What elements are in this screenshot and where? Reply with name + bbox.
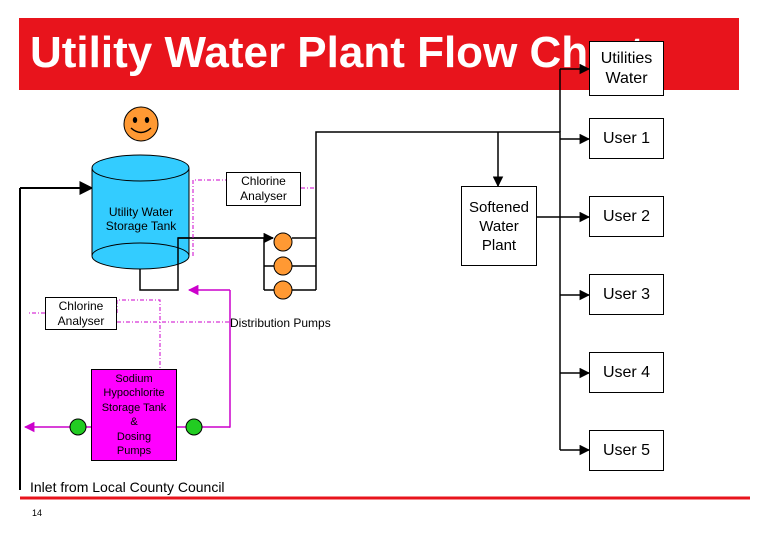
pump-icon xyxy=(273,280,293,300)
inlet-label: Inlet from Local County Council xyxy=(30,479,225,495)
chlorine-left-sample-line xyxy=(116,299,161,369)
utilities-water-box: Utilities Water xyxy=(589,41,664,96)
chlorine-analyser-left-box: Chlorine Analyser xyxy=(45,297,117,330)
chlorine-analyser-top-box: Chlorine Analyser xyxy=(226,172,301,206)
softened-water-plant-box: Softened Water Plant xyxy=(461,186,537,266)
dosing-pump-icon xyxy=(69,418,87,436)
user-5-box: User 5 xyxy=(589,430,664,471)
pump-icon xyxy=(273,232,293,252)
distribution-pumps-label: Distribution Pumps xyxy=(230,316,331,330)
storage-tank-label: Utility Water Storage Tank xyxy=(105,205,177,233)
pump-icon xyxy=(273,256,293,276)
user-3-box: User 3 xyxy=(589,274,664,315)
user-1-box: User 1 xyxy=(589,118,664,159)
smiley-face-icon xyxy=(123,106,159,142)
chlorine-top-sample-line xyxy=(192,179,226,256)
distribution-header-line xyxy=(315,131,561,450)
user-2-box: User 2 xyxy=(589,196,664,237)
sodium-hypochlorite-box: Sodium Hypochlorite Storage Tank & Dosin… xyxy=(91,369,177,461)
page-title: Utility Water Plant Flow Chart xyxy=(30,28,645,77)
user-4-box: User 4 xyxy=(589,352,664,393)
page-number: 14 xyxy=(32,508,43,518)
dosing-pump-icon xyxy=(185,418,203,436)
storage-tank-icon xyxy=(91,154,190,270)
